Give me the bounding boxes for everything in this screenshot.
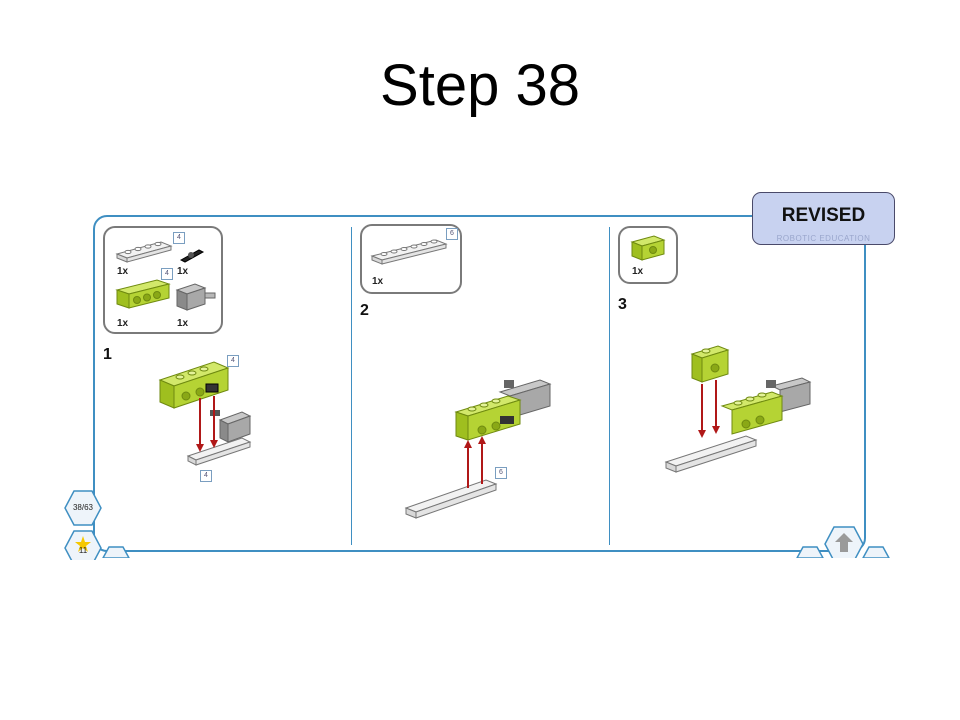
home-up-arrow-icon[interactable] [824,526,864,558]
step-number: 1 [103,346,112,363]
part-size-tag: 6 [446,228,458,240]
column-divider [609,227,610,545]
white-plate-icon [370,239,448,265]
bonus-counter: 11 [78,546,88,555]
part-quantity: 1x [177,318,189,329]
step-2-assembly [404,379,552,519]
part-quantity: 1x [117,318,129,329]
bonus-icon[interactable] [64,530,102,560]
revised-badge: REVISED ROBOTIC EDUCATION [752,192,895,245]
part-size-tag: 4 [200,470,212,482]
white-plate-icon [115,241,173,263]
step-1-assembly [158,361,252,466]
nav-left-hex-icon[interactable] [102,546,130,558]
grey-block-icon [175,283,216,311]
part-quantity: 1x [117,266,129,277]
page-counter: 38/63 [72,503,94,512]
column-divider [351,227,352,545]
nav-prev-hex-icon[interactable] [796,546,824,558]
part-quantity: 1x [177,266,189,277]
part-size-tag: 4 [161,268,173,280]
part-quantity: 1x [372,276,384,287]
nav-next-hex-icon[interactable] [862,546,890,558]
pin-icon [179,249,205,263]
page-counter-icon [64,490,102,526]
revised-sublabel: ROBOTIC EDUCATION [776,234,871,243]
parts-list-step-1: 4 1x 1x 4 1x 1x [103,226,223,334]
step-number: 2 [360,302,369,319]
revised-label: REVISED [781,205,866,226]
slide-title: Step 38 [380,53,580,118]
part-size-tag: 4 [227,355,239,367]
part-size-tag: 4 [173,232,185,244]
parts-list-step-3: 1x [618,226,678,284]
step-3-assembly [664,345,812,473]
green-beam-icon [630,235,666,261]
part-quantity: 1x [632,266,644,277]
step-number: 3 [618,296,627,313]
part-size-tag: 6 [495,467,507,479]
parts-list-step-2: 6 1x [360,224,462,294]
green-beam-icon [115,279,171,309]
